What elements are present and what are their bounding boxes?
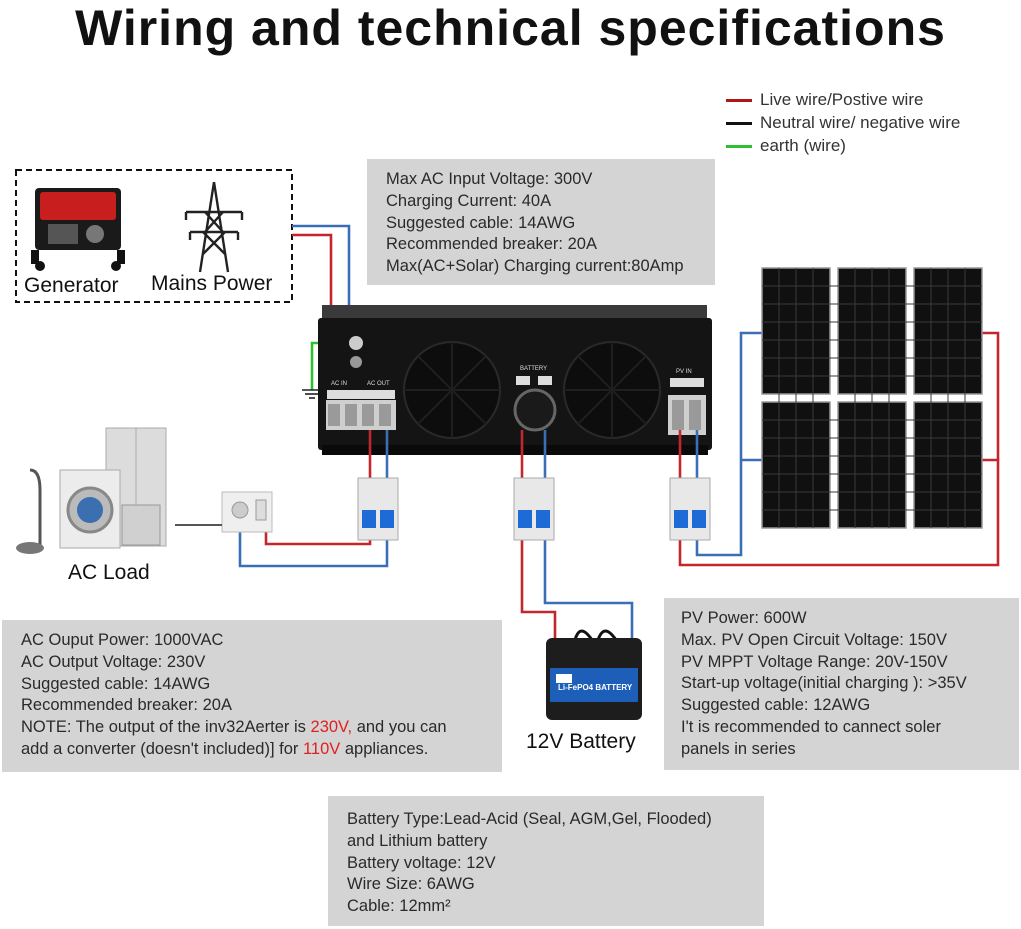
note-mid: and you can	[352, 718, 447, 737]
note-highlight-110v: 110V	[302, 739, 341, 758]
spec-line: Recommended breaker: 20A	[386, 235, 597, 254]
breaker-battery	[513, 477, 555, 541]
legend-earth: earth (wire)	[726, 135, 846, 157]
note-line-2: add a converter (doesn't included)] for …	[21, 739, 502, 761]
spec-line: panels in series	[681, 739, 796, 758]
generator-icon	[31, 188, 125, 271]
legend-live: Live wire/Postive wire	[726, 89, 923, 111]
note-line-1: NOTE: The output of the inv32Aerter is 2…	[21, 717, 502, 739]
pv-in-label: PV IN	[676, 369, 692, 375]
spec-line: Suggested cable: 14AWG	[386, 213, 576, 232]
appliances-icon	[16, 427, 167, 554]
note-prefix: NOTE: The output of the inv32Aerter is	[21, 718, 311, 737]
spec-line: Max(AC+Solar) Charging current:80Amp	[386, 257, 684, 276]
legend-neutral: Neutral wire/ negative wire	[726, 112, 960, 134]
spec-line: PV MPPT Voltage Range: 20V-150V	[681, 652, 948, 671]
ac-input-specs: Max AC Input Voltage: 300V Charging Curr…	[367, 159, 715, 285]
page-title: Wiring and technical specifications	[75, 0, 946, 56]
spec-line: Recommended breaker: 20A	[21, 696, 232, 715]
spec-line: Cable: 12mm²	[347, 897, 451, 916]
ac-out-label: AC OUT	[367, 381, 390, 387]
spec-line: Suggested cable: 14AWG	[21, 674, 211, 693]
mains-power-icon	[184, 181, 244, 273]
inverter-fan-left	[403, 341, 501, 439]
spec-line: Suggested cable: 12AWG	[681, 696, 871, 715]
breaker-ac-out	[357, 477, 399, 541]
neutral-wire-swatch	[726, 122, 752, 126]
note-line2-prefix: add a converter (doesn't included)] for	[21, 739, 303, 758]
earth-wire-swatch	[726, 145, 752, 149]
spec-line: AC Output Voltage: 230V	[21, 652, 206, 671]
legend-earth-label: earth (wire)	[760, 136, 846, 155]
spec-line: PV Power: 600W	[681, 609, 807, 627]
live-wire-swatch	[726, 99, 752, 103]
spec-line: Max AC Input Voltage: 300V	[386, 170, 593, 188]
ac-output-specs: AC Ouput Power: 1000VAC AC Output Voltag…	[2, 620, 502, 772]
ac-in-label: AC IN	[331, 381, 348, 387]
ac-load-label: AC Load	[68, 561, 150, 584]
spec-line: Start-up voltage(initial charging ): >35…	[681, 674, 967, 693]
generator-label: Generator	[24, 274, 119, 297]
wall-socket-icon	[221, 491, 273, 533]
legend-neutral-label: Neutral wire/ negative wire	[760, 113, 961, 132]
battery-port-label: BATTERY	[520, 366, 548, 372]
inverter	[318, 305, 712, 455]
solar-panels	[761, 267, 983, 529]
spec-line: Battery Type:Lead-Acid (Seal, AGM,Gel, F…	[347, 810, 712, 828]
legend-live-label: Live wire/Postive wire	[760, 90, 924, 109]
pv-specs: PV Power: 600W Max. PV Open Circuit Volt…	[664, 598, 1019, 770]
spec-line: Battery voltage: 12V	[347, 853, 496, 872]
note-suffix: appliances.	[340, 739, 429, 758]
battery-icon	[546, 629, 642, 720]
spec-line: and Lithium battery	[347, 831, 488, 850]
battery-specs: Battery Type:Lead-Acid (Seal, AGM,Gel, F…	[328, 796, 764, 926]
spec-line: I't is recommended to cannect soler	[681, 717, 941, 736]
spec-line: Wire Size: 6AWG	[347, 875, 475, 894]
breaker-pv	[669, 477, 711, 541]
spec-line: AC Ouput Power: 1000VAC	[21, 631, 224, 649]
battery-label: 12V Battery	[526, 730, 636, 753]
spec-line: Max. PV Open Circuit Voltage: 150V	[681, 630, 947, 649]
inverter-fan-right	[563, 341, 661, 439]
spec-line: Charging Current: 40A	[386, 191, 552, 210]
battery-brand-label: Li-FePO4 BATTERY	[558, 683, 633, 692]
mains-power-label: Mains Power	[151, 272, 273, 295]
note-highlight-230v: 230V,	[310, 718, 353, 737]
